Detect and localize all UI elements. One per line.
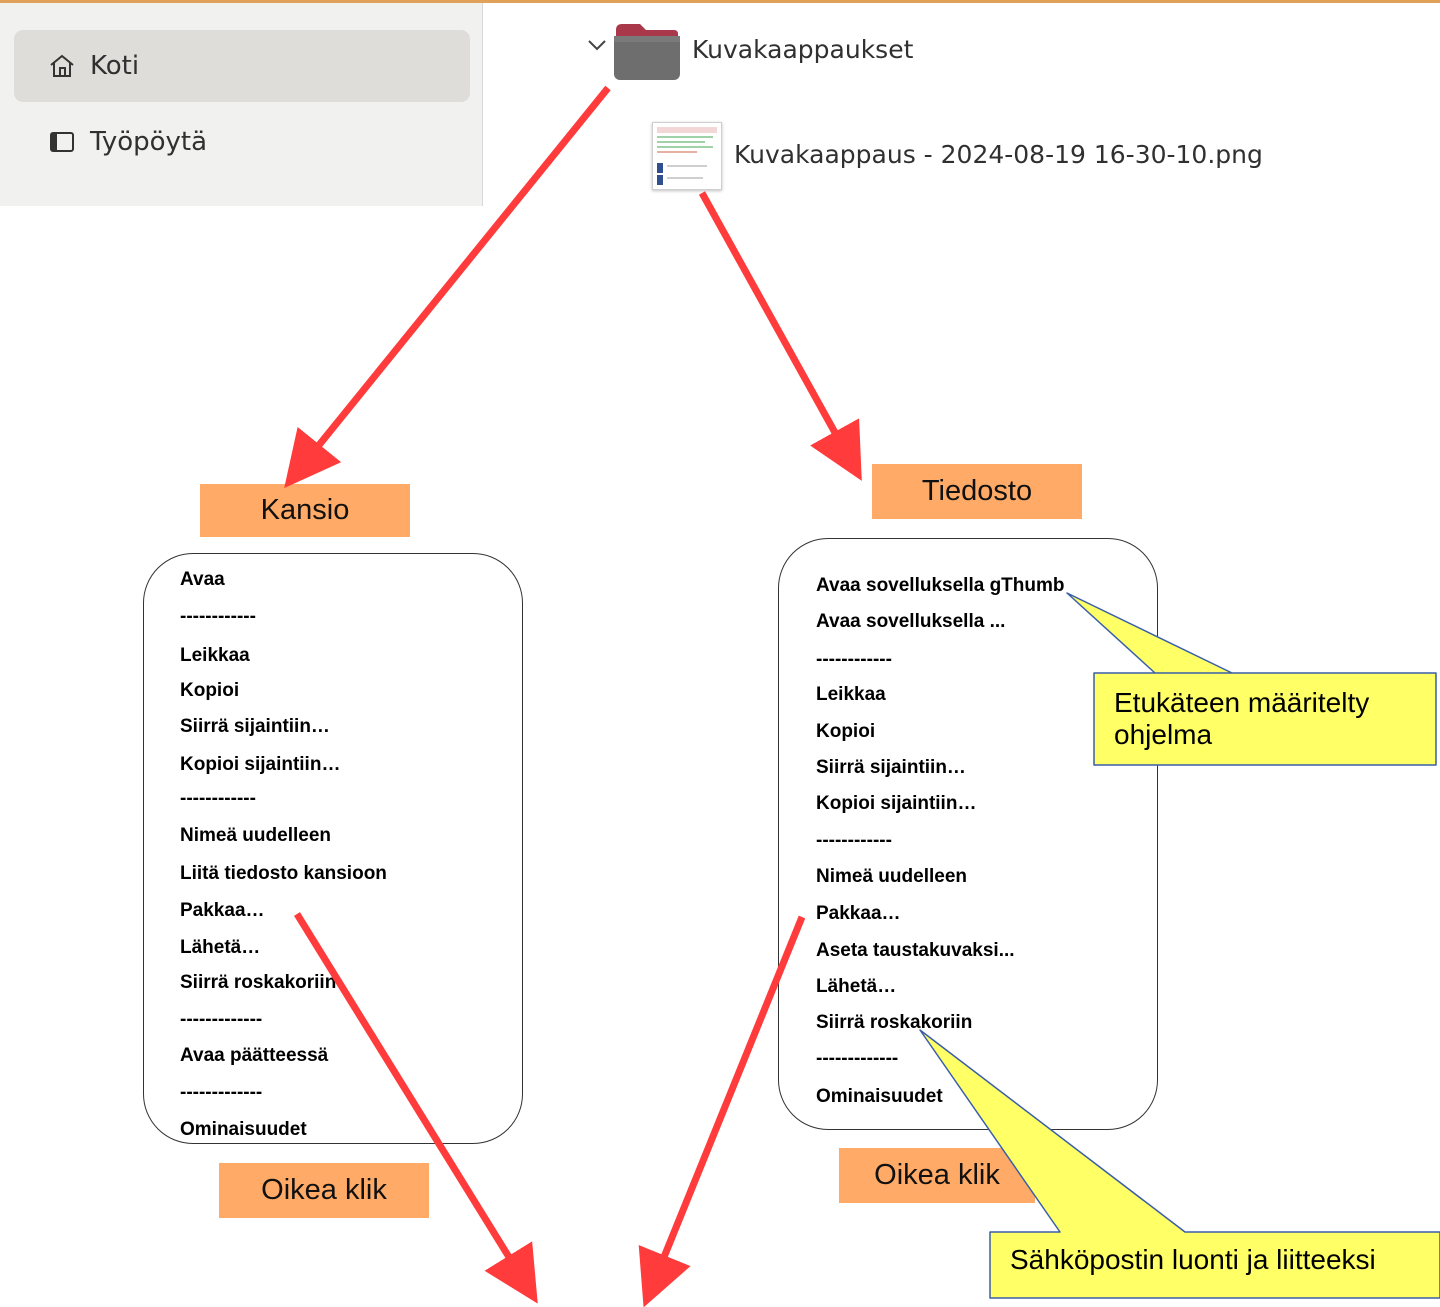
sidebar-divider <box>482 3 483 206</box>
sidebar-item-label: Työpöytä <box>90 127 208 157</box>
menu-item-rename[interactable]: Nimeä uudelleen <box>816 866 967 887</box>
right-click-label-right: Oikea klik <box>839 1148 1035 1203</box>
menu-item-move-to[interactable]: Siirrä sijaintiin… <box>816 757 966 778</box>
menu-item-copy[interactable]: Kopioi <box>816 721 876 742</box>
file-context-menu: Avaa sovelluksella gThumb Avaa sovelluks… <box>778 538 1158 1130</box>
menu-item-copy-to[interactable]: Kopioi sijaintiin… <box>816 793 977 814</box>
callout-default-app: Etukäteen määritelty ohjelma <box>1114 687 1369 751</box>
desktop-icon <box>42 130 82 154</box>
folder-icon[interactable] <box>612 20 682 87</box>
menu-separator: ------------- <box>180 1009 263 1030</box>
menu-item-compress[interactable]: Pakkaa… <box>816 903 901 924</box>
menu-item-cut[interactable]: Leikkaa <box>180 645 250 666</box>
menu-item-open[interactable]: Avaa <box>180 569 225 590</box>
sidebar-item-partial[interactable] <box>14 193 470 206</box>
callout-default-app-line1: Etukäteen määritelty <box>1114 687 1370 718</box>
menu-item-open-with-gthumb[interactable]: Avaa sovelluksella gThumb <box>816 575 1065 596</box>
menu-item-move-to[interactable]: Siirrä sijaintiin… <box>180 716 330 737</box>
chevron-down-icon[interactable] <box>586 38 608 57</box>
menu-item-properties[interactable]: Ominaisuudet <box>180 1119 307 1140</box>
sidebar: Koti Työpöytä <box>0 3 482 206</box>
menu-item-copy[interactable]: Kopioi <box>180 680 240 701</box>
arrow-file <box>698 191 862 481</box>
callout-default-app-line2: ohjelma <box>1114 719 1213 750</box>
menu-item-attach-to-folder[interactable]: Liitä tiedosto kansioon <box>180 863 387 884</box>
menu-separator: ------------ <box>816 830 892 851</box>
menu-item-open-in-terminal[interactable]: Avaa päätteessä <box>180 1045 329 1066</box>
right-click-label-left: Oikea klik <box>219 1163 429 1218</box>
sidebar-item-label: Koti <box>90 51 140 81</box>
menu-separator: ------------- <box>816 1048 899 1069</box>
window-top-border <box>0 0 1440 3</box>
menu-item-rename[interactable]: Nimeä uudelleen <box>180 825 331 846</box>
folder-context-menu: Avaa ------------ Leikkaa Kopioi Siirrä … <box>143 553 523 1144</box>
menu-item-move-to-trash[interactable]: Siirrä roskakoriin <box>816 1012 973 1033</box>
sidebar-item-desktop[interactable]: Työpöytä <box>14 106 470 178</box>
menu-item-copy-to[interactable]: Kopioi sijaintiin… <box>180 754 341 775</box>
folder-name[interactable]: Kuvakaappaukset <box>692 35 914 64</box>
menu-separator: ------------- <box>180 1082 263 1103</box>
image-thumbnail-icon[interactable] <box>652 122 722 190</box>
menu-item-move-to-trash[interactable]: Siirrä roskakoriin <box>180 972 337 993</box>
menu-item-set-wallpaper[interactable]: Aseta taustakuvaksi... <box>816 940 1015 961</box>
menu-item-compress[interactable]: Pakkaa… <box>180 900 265 921</box>
menu-item-send[interactable]: Lähetä… <box>816 976 897 997</box>
menu-separator: ------------ <box>816 649 892 670</box>
menu-item-properties[interactable]: Ominaisuudet <box>816 1086 943 1107</box>
menu-separator: ------------ <box>180 606 256 627</box>
callout-email: Sähköpostin luonti ja liitteeksi <box>1010 1244 1376 1275</box>
home-icon <box>42 53 82 79</box>
menu-item-send[interactable]: Lähetä… <box>180 937 261 958</box>
menu-item-cut[interactable]: Leikkaa <box>816 684 886 705</box>
file-tag: Tiedosto <box>872 464 1082 519</box>
menu-item-open-with[interactable]: Avaa sovelluksella ... <box>816 611 1006 632</box>
menu-separator: ------------ <box>180 788 256 809</box>
file-name[interactable]: Kuvakaappaus - 2024-08-19 16-30-10.png <box>734 140 1263 169</box>
sidebar-item-home[interactable]: Koti <box>14 30 470 102</box>
folder-tag: Kansio <box>200 484 410 537</box>
